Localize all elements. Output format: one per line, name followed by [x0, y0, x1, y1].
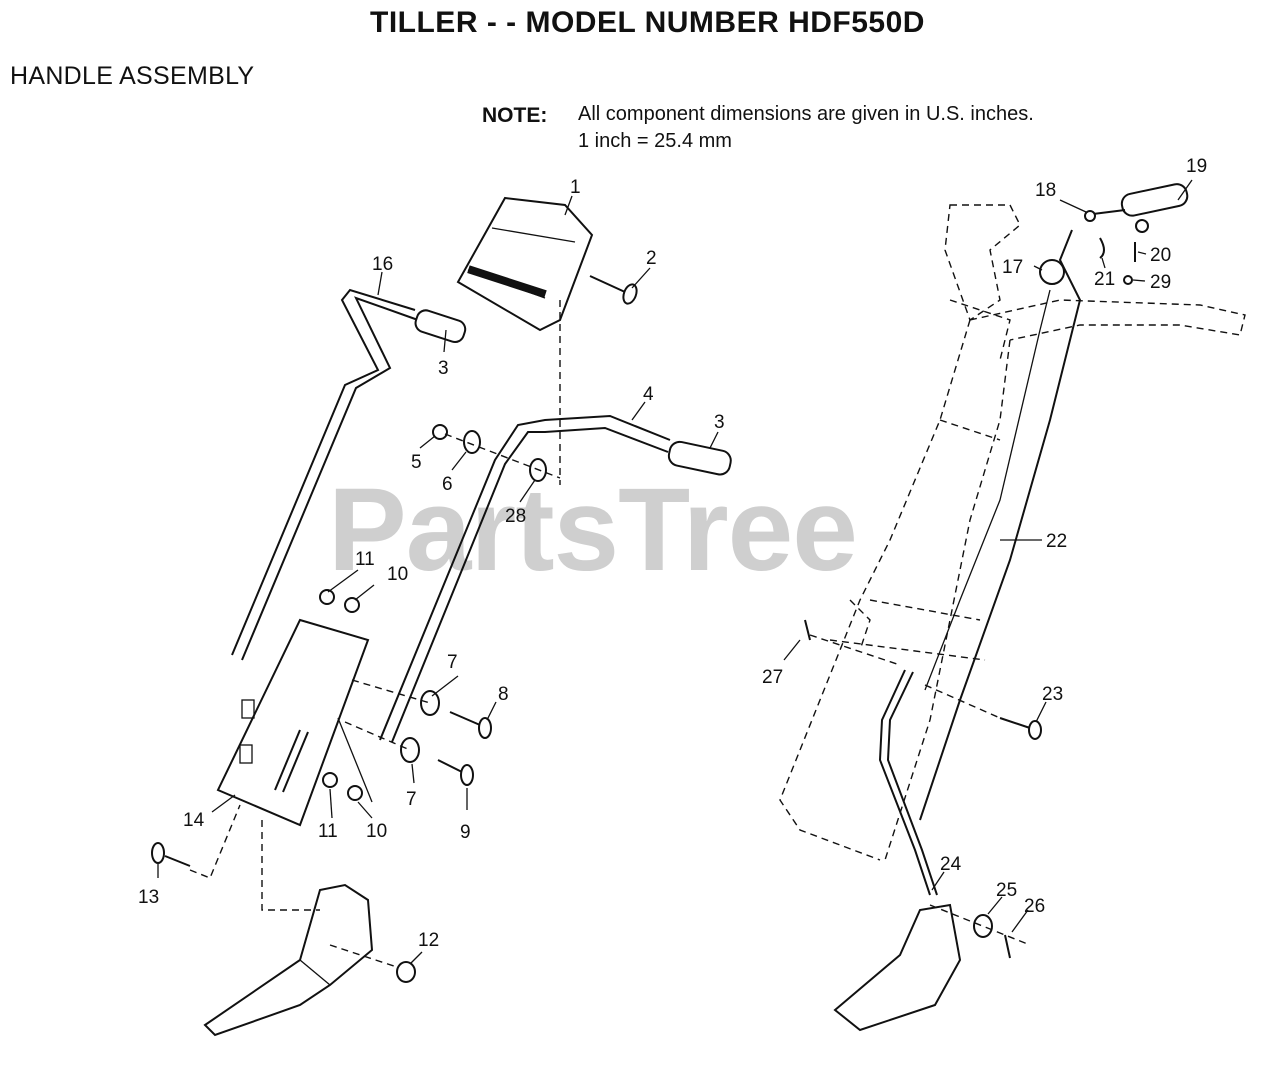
part-22-control-cable: [919, 229, 1082, 821]
callout-13: 13: [138, 887, 159, 908]
part-7-washer-lower: [400, 737, 420, 763]
callout-3-right: 3: [714, 412, 725, 433]
callout-7-upper: 7: [447, 652, 458, 673]
callout-18: 18: [1035, 180, 1056, 201]
callout-22: 22: [1046, 531, 1067, 552]
note-dimensions: All component dimensions are given in U.…: [578, 103, 1034, 125]
callout-5: 5: [411, 452, 422, 473]
part-18-cable-end: [1084, 210, 1096, 222]
note-conversion: 1 inch = 25.4 mm: [578, 130, 732, 152]
callout-11-upper: 11: [355, 549, 375, 570]
part-24-shift-rod: [878, 669, 938, 896]
assembly-subtitle: HANDLE ASSEMBLY: [10, 62, 255, 90]
callout-10-lower: 10: [366, 821, 387, 842]
callout-2: 2: [646, 248, 657, 269]
callout-23: 23: [1042, 684, 1063, 705]
part-1-shield: [456, 196, 594, 332]
part-21-clip: [1099, 237, 1105, 259]
part-14-bracket-plate: [216, 618, 370, 827]
callout-19: 19: [1186, 156, 1207, 177]
callout-27: 27: [762, 667, 783, 688]
part-7-washer-upper: [420, 690, 440, 716]
callout-17: 17: [1002, 257, 1023, 278]
callout-14: 14: [183, 810, 205, 831]
callout-25: 25: [996, 880, 1017, 901]
leader-lines: [157, 179, 1193, 965]
callout-8: 8: [498, 684, 509, 705]
callout-21: 21: [1094, 269, 1115, 290]
part-10-washer-lower: [347, 785, 363, 801]
callout-28: 28: [505, 506, 526, 527]
part-17-knob: [1039, 259, 1065, 285]
part-23-bolt: [999, 717, 1042, 740]
part-10-washer-upper: [344, 597, 360, 613]
callout-7-lower: 7: [406, 789, 417, 810]
part-2-bolt: [589, 275, 638, 305]
part-11-nut-lower: [322, 772, 338, 788]
part-11-nut-upper: [319, 589, 335, 605]
callout-26: 26: [1024, 896, 1045, 917]
part-13-bolt: [151, 842, 191, 867]
part-9-bolt: [437, 759, 474, 786]
lower-linkage-bracket: [833, 903, 962, 1032]
callout-3-left: 3: [438, 358, 449, 379]
part-8-bolt: [449, 711, 492, 739]
part-25-washer: [973, 914, 993, 938]
part-26-pin: [1004, 934, 1011, 959]
part-5-nut: [432, 424, 448, 440]
part-19-control-lever: [1084, 183, 1189, 233]
note-label: NOTE:: [482, 104, 548, 127]
part-29-clip: [1123, 275, 1133, 285]
callout-labels: 1 2 3 16 3 4 5 6 28 11 10 7 8 7 9 14 11 …: [138, 156, 1207, 951]
callout-4: 4: [643, 384, 654, 405]
callout-20: 20: [1150, 245, 1171, 266]
callout-12: 12: [418, 930, 439, 951]
part-6-washer: [463, 430, 481, 454]
callout-11-lower: 11: [318, 821, 338, 842]
watermark: PartsTree: [328, 464, 858, 596]
callout-1: 1: [570, 177, 581, 198]
callout-10-upper: 10: [387, 564, 408, 585]
right-handle-frame: [779, 204, 1246, 861]
bottom-mount-bracket: [203, 883, 374, 1037]
part-4-handle-bar: [379, 414, 732, 743]
callout-24: 24: [940, 854, 962, 875]
callout-16: 16: [372, 254, 393, 275]
callout-6: 6: [442, 474, 453, 495]
part-12-nut: [396, 961, 416, 983]
callout-29: 29: [1150, 272, 1171, 293]
callout-9: 9: [460, 822, 471, 843]
diagram-title: TILLER - - MODEL NUMBER HDF550D: [370, 6, 925, 39]
part-16-handle-bar: [231, 288, 467, 661]
part-27-pin: [804, 619, 811, 641]
